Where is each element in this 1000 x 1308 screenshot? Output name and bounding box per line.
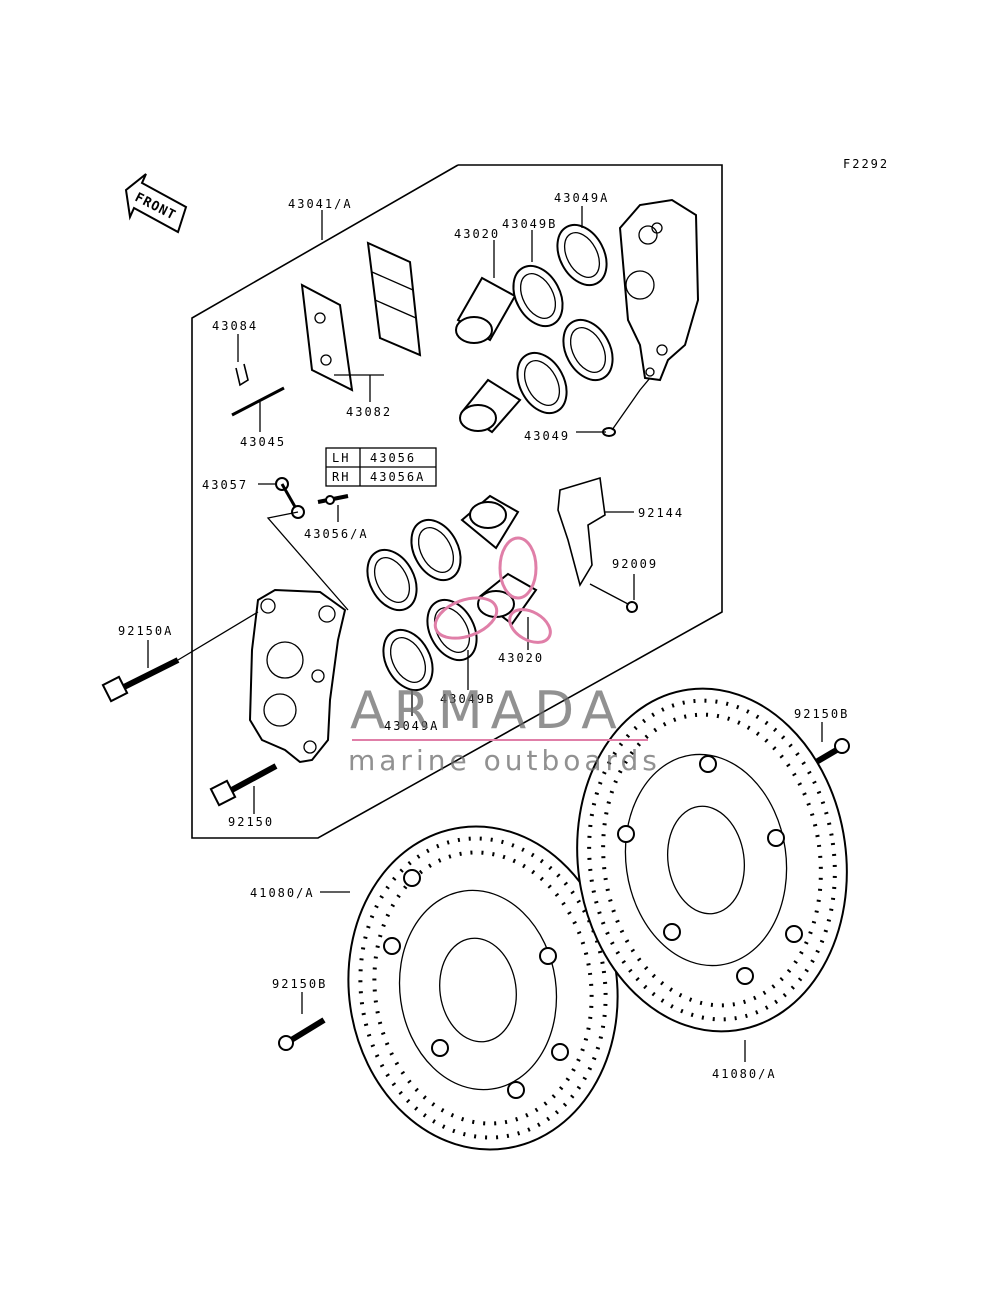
part-label-43057: 43057 xyxy=(202,478,248,492)
watermark: ARMADA marine outboards xyxy=(348,536,661,777)
side-table-row-2-side: RH xyxy=(332,470,350,484)
part-label-43056a: 43056/A xyxy=(304,527,369,541)
part-label-43020-top: 43020 xyxy=(454,227,500,241)
part-label-92150: 92150 xyxy=(228,815,274,829)
part-label-43082: 43082 xyxy=(346,405,392,419)
caliper-assembly-outline xyxy=(191,164,723,839)
part-label-43049a-top: 43049A xyxy=(554,191,609,205)
diagram-code: F2292 xyxy=(843,157,889,171)
bolt-92150 xyxy=(209,763,278,807)
caliper-half-left xyxy=(248,588,347,764)
part-label-92150b-left: 92150B xyxy=(272,977,327,991)
caliper-half-right xyxy=(618,198,700,382)
part-label-92009: 92009 xyxy=(612,557,658,571)
piston-seals-bottom xyxy=(366,518,478,692)
bracket-92144 xyxy=(557,476,606,588)
side-table-row-2-part: 43056A xyxy=(370,470,425,484)
propeller-logo-icon xyxy=(433,536,552,644)
part-label-92144: 92144 xyxy=(638,506,684,520)
pistons-bottom xyxy=(460,494,538,626)
piston-seals-top xyxy=(512,223,614,415)
watermark-brand: ARMADA xyxy=(350,681,625,741)
screw-92009 xyxy=(626,601,638,613)
side-table-row-1-part: 43056 xyxy=(370,451,416,465)
part-label-43020-bottom: 43020 xyxy=(498,651,544,665)
pin-43045 xyxy=(231,386,285,417)
part-label-43049: 43049 xyxy=(524,429,570,443)
side-table-row-1-side: LH xyxy=(332,451,350,465)
brake-disc-right xyxy=(576,687,848,1033)
part-label-43049b-bottom: 43049B xyxy=(440,692,495,706)
part-label-43045: 43045 xyxy=(240,435,286,449)
part-label-41080a-left: 41080/A xyxy=(250,886,315,900)
part-label-92150b-right: 92150B xyxy=(794,707,849,721)
banjo-fitting-43057 xyxy=(275,477,305,519)
part-label-43041a: 43041/A xyxy=(288,197,353,211)
bolt-92150b-left xyxy=(278,1017,326,1051)
brake-pads xyxy=(300,241,422,392)
watermark-tagline: marine outboards xyxy=(348,744,661,777)
part-label-43084: 43084 xyxy=(212,319,258,333)
part-label-43049b-top: 43049B xyxy=(502,217,557,231)
bleeder-valve-43056 xyxy=(317,494,349,505)
brake-disc-left xyxy=(347,825,619,1151)
side-table: LH 43056 RH 43056A xyxy=(325,447,437,487)
pistons-top xyxy=(455,276,522,434)
part-label-41080a-right: 41080/A xyxy=(712,1067,777,1081)
part-label-43049a-bottom: 43049A xyxy=(384,719,439,733)
leader-lines xyxy=(147,206,823,1062)
bolt-92150a xyxy=(101,657,180,703)
front-arrow-icon: FRONT xyxy=(124,173,188,234)
part-label-92150a: 92150A xyxy=(118,624,173,638)
clip-43084 xyxy=(235,363,249,387)
